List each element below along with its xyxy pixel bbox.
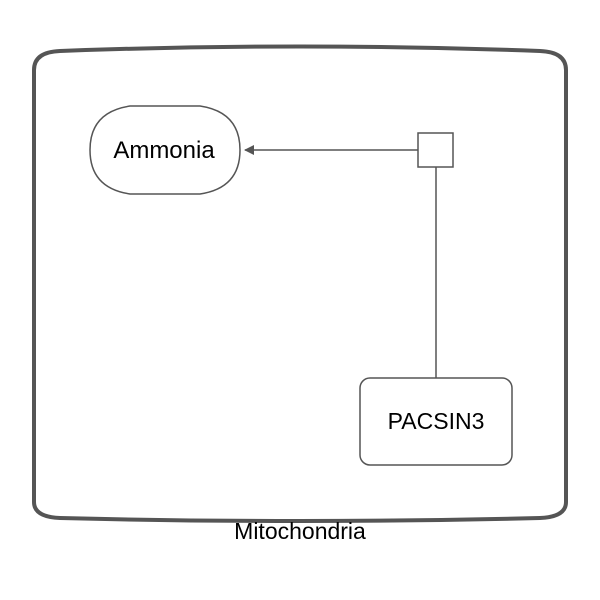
node-ammonia[interactable]	[89, 105, 241, 195]
node-pacsin3-label: PACSIN3	[388, 408, 485, 434]
compartment-mitochondria	[32, 44, 568, 523]
reaction-node[interactable]	[417, 132, 454, 168]
compartment-label: Mitochondria	[234, 518, 366, 544]
node-ammonia-label: Ammonia	[113, 137, 215, 164]
node-pacsin3[interactable]	[359, 377, 513, 466]
